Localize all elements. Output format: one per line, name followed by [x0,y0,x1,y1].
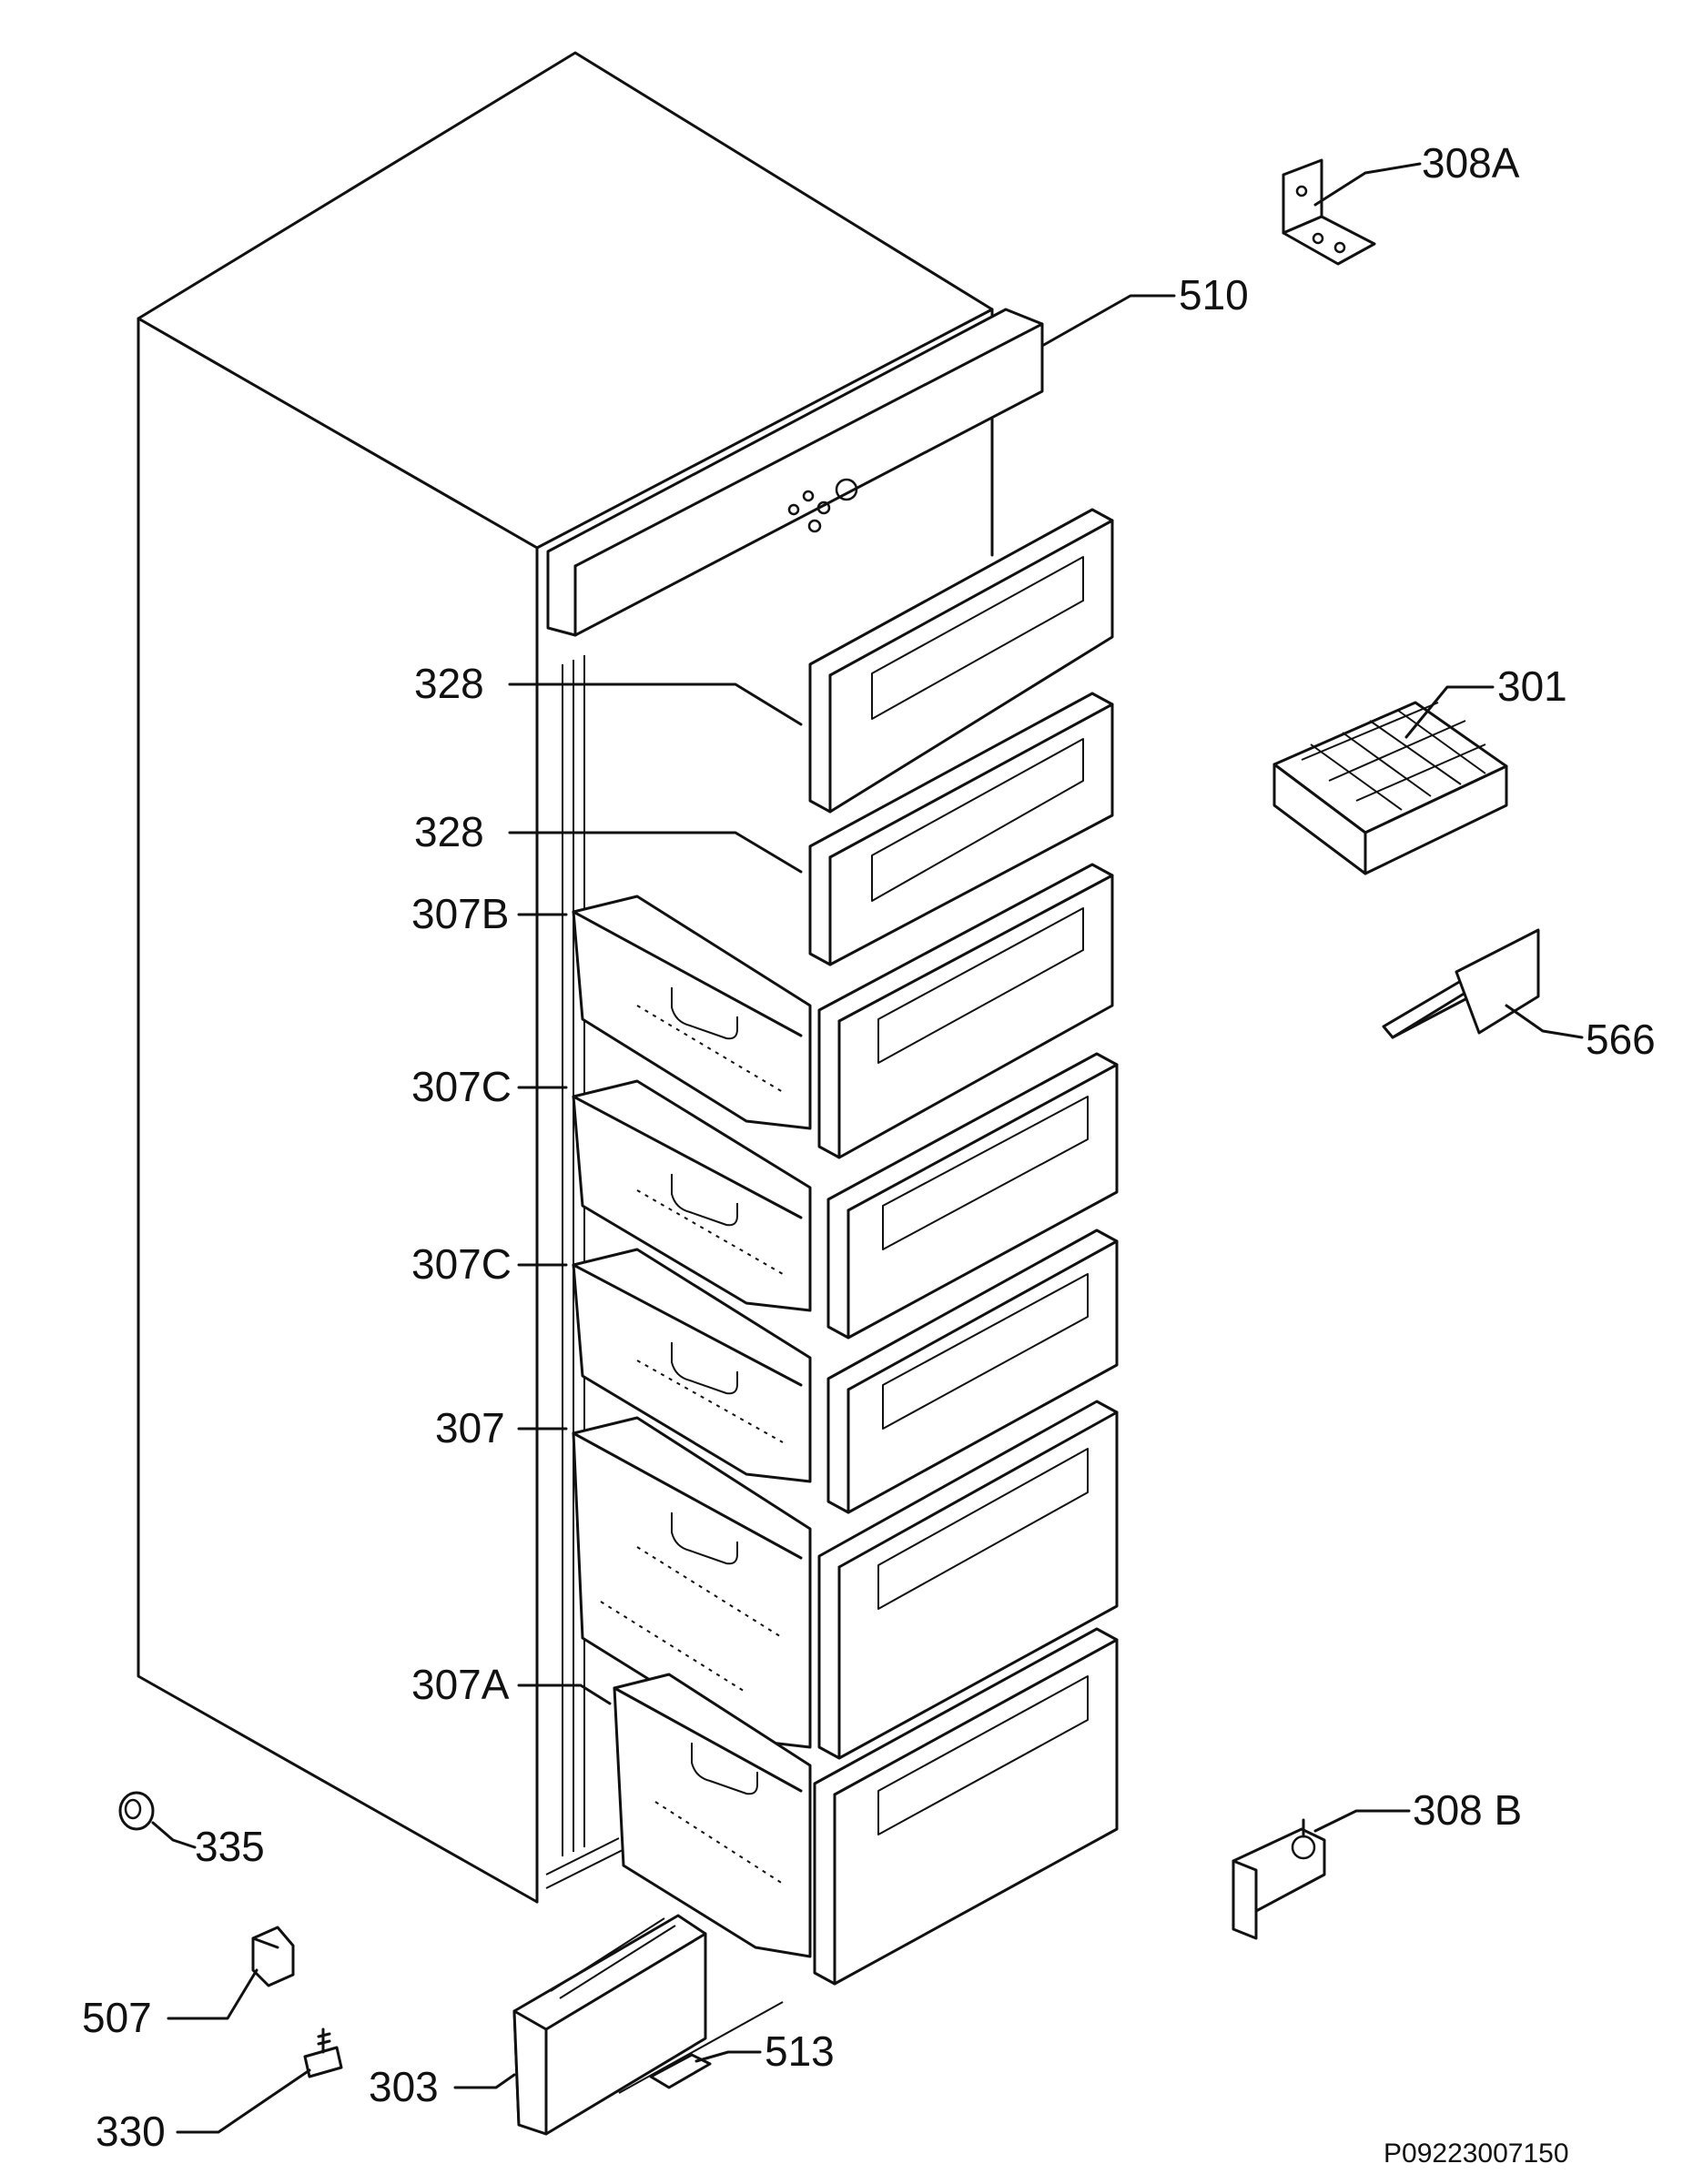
label-328-upper: 328 [414,660,484,707]
label-308a: 308A [1422,139,1520,187]
label-513: 513 [765,2027,835,2075]
drawing-code: P09223007150 [1384,2138,1569,2169]
label-335: 335 [195,1823,265,1870]
label-307b: 307B [411,890,509,937]
label-507: 507 [82,1994,152,2041]
label-328-lower: 328 [414,808,484,855]
foot-335 [118,1791,155,1831]
screw-330 [303,2027,343,2078]
kick-plate-303 [512,1914,784,2136]
label-510: 510 [1179,271,1249,318]
label-308b: 308 B [1413,1786,1522,1834]
control-panel-510 [546,308,1044,637]
drawer-307c-lower [572,1228,1119,1514]
flap-328-lower [808,692,1114,966]
label-330: 330 [96,2108,166,2155]
leader-lines [151,162,1584,2134]
drawer-307a [613,1627,1119,1986]
label-307a: 307A [411,1661,510,1708]
slide-513 [649,2053,712,2089]
clip-507 [251,1926,295,1987]
label-307: 307 [435,1404,505,1451]
label-301: 301 [1497,662,1567,710]
drawer-307 [572,1400,1119,1760]
flap-328-upper [808,508,1114,814]
part-labels: 308A 510 328 328 301 307B 566 307C 307C … [82,139,1656,2169]
freezer-cabinet [137,51,994,1904]
ice-scraper-566 [1382,928,1540,1039]
drawer-307b [572,863,1114,1159]
label-307c-lower: 307C [411,1240,512,1288]
hinge-308a [1282,158,1376,266]
label-307c-upper: 307C [411,1063,512,1110]
ice-tray-301 [1272,701,1508,875]
drawer-307c-upper [572,1052,1119,1340]
label-566: 566 [1586,1016,1656,1063]
label-303: 303 [369,2063,439,2110]
hinge-308b [1232,1818,1326,1940]
